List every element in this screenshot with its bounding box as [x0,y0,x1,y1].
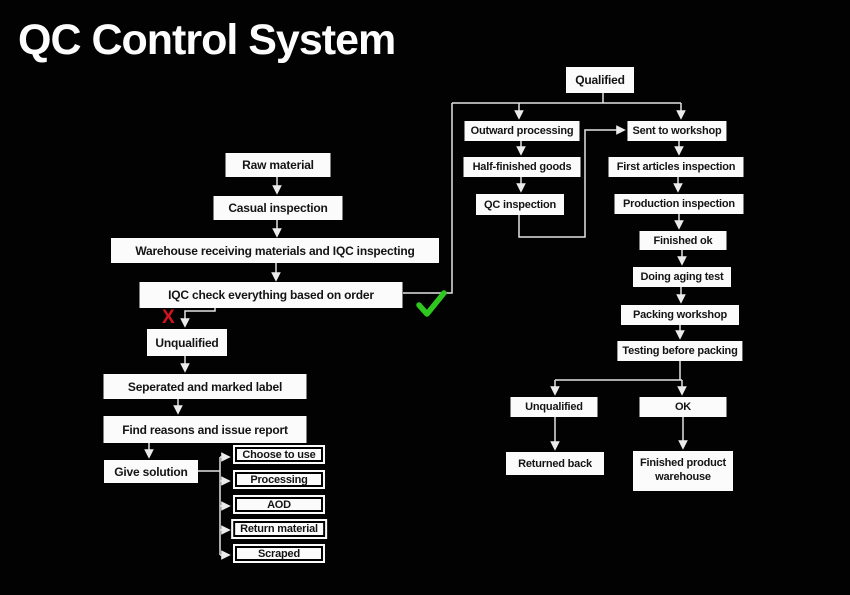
node-warehouse-receiving: Warehouse receiving materials and IQC in… [111,238,439,263]
pass-check-icon [416,290,447,317]
node-give-solution: Give solution [104,460,198,483]
node-returned-back: Returned back [506,452,604,475]
node-outward-processing: Outward processing [464,121,580,141]
node-qc-inspection: QC inspection [476,194,564,215]
connector-iqc-to-unqualified [180,308,216,328]
node-seperated-marked: Seperated and marked label [103,374,307,399]
node-return-material: Return material [231,519,327,539]
node-aod: AOD [233,495,325,514]
node-finished-ok: Finished ok [639,231,727,250]
node-testing-before-packing: Testing before packing [617,341,743,361]
node-choose-to-use: Choose to use [233,445,325,464]
node-find-reasons: Find reasons and issue report [103,416,307,443]
node-doing-aging-test: Doing aging test [633,267,731,287]
node-processing: Processing [233,470,325,489]
node-qualified: Qualified [566,67,634,93]
fail-x-mark: X [162,307,175,328]
node-half-finished-goods: Half-finished goods [463,157,581,177]
node-raw-material: Raw material [225,153,331,177]
page-title: QC Control System [18,16,396,64]
node-first-articles-inspection: First articles inspection [608,157,744,177]
node-ok: OK [639,397,727,417]
node-packing-workshop: Packing workshop [621,305,739,325]
connector-iqc-to-qualified-riser [403,103,453,294]
connector-qcinspection-loop-to-sentworkshop [518,125,626,238]
node-scraped: Scraped [233,544,325,563]
node-sent-to-workshop: Sent to workshop [627,121,727,141]
node-finished-product-warehouse: Finished product warehouse [633,451,733,491]
node-casual-inspection: Casual inspection [213,196,343,220]
node-iqc-check: IQC check everything based on order [139,282,403,308]
node-unqualified-right: Unqualified [510,397,598,417]
node-unqualified-left: Unqualified [147,329,227,356]
node-production-inspection: Production inspection [614,194,744,214]
